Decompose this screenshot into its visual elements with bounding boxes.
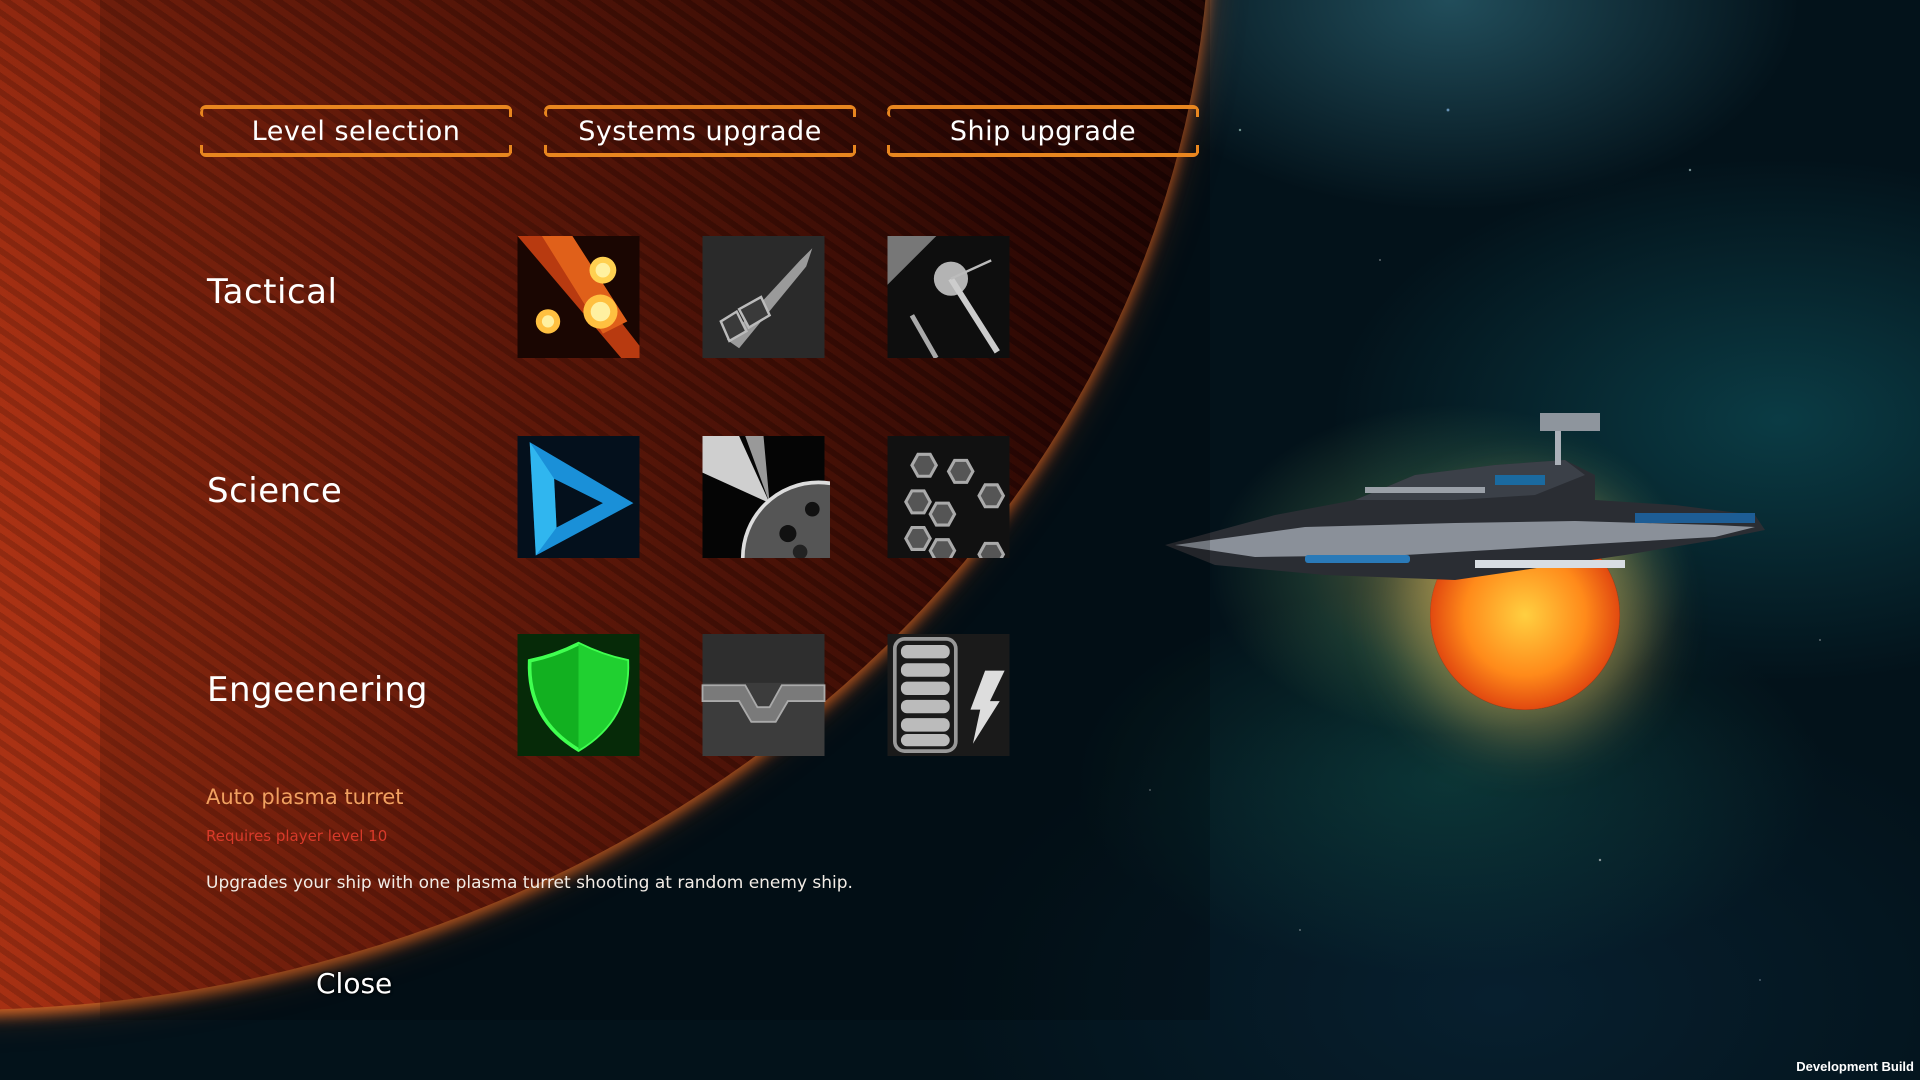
laser-impact-icon [887, 236, 1010, 358]
missile-icon [702, 236, 825, 358]
upgrade-tile-science-1[interactable] [512, 436, 645, 558]
upgrade-tile-tactical-3[interactable] [882, 236, 1015, 358]
green-shield-icon [517, 634, 640, 756]
upgrade-tile-engineering-1[interactable] [512, 634, 645, 756]
fireball-barrage-icon [517, 236, 640, 358]
player-ship [1165, 413, 1765, 580]
upgrade-tile-engineering-2[interactable] [697, 634, 830, 756]
upgrade-tile-tactical-1[interactable] [512, 236, 645, 358]
armor-plating-icon [701, 634, 826, 756]
upgrade-tile-tactical-2[interactable] [697, 236, 830, 358]
selected-upgrade-requirement: Requires player level 10 [206, 827, 388, 845]
close-button[interactable]: Close [316, 967, 393, 1000]
blue-triangle-icon [517, 436, 640, 558]
tab-level-selection[interactable]: Level selection [200, 105, 512, 157]
tab-label: Ship upgrade [949, 115, 1137, 147]
selected-upgrade-title: Auto plasma turret [206, 785, 404, 809]
development-build-label: Development Build [1796, 1059, 1914, 1074]
tab-ship-upgrade[interactable]: Ship upgrade [887, 105, 1199, 157]
upgrade-tile-science-3[interactable] [882, 436, 1015, 558]
category-tactical: Tactical [207, 272, 338, 312]
selected-upgrade-description: Upgrades your ship with one plasma turre… [206, 873, 853, 893]
tab-label: Systems upgrade [578, 115, 822, 147]
planet-beam-icon [702, 436, 830, 558]
upgrade-panel [100, 0, 1210, 1020]
hex-shield-grid-icon [887, 436, 1010, 558]
tab-label: Level selection [251, 115, 461, 147]
tab-systems-upgrade[interactable]: Systems upgrade [544, 105, 856, 157]
category-engineering: Engeenering [207, 670, 428, 710]
category-science: Science [207, 471, 343, 511]
upgrade-tile-science-2[interactable] [697, 436, 830, 558]
upgrade-tile-engineering-3[interactable] [882, 634, 1015, 756]
battery-energy-icon [887, 634, 1010, 756]
